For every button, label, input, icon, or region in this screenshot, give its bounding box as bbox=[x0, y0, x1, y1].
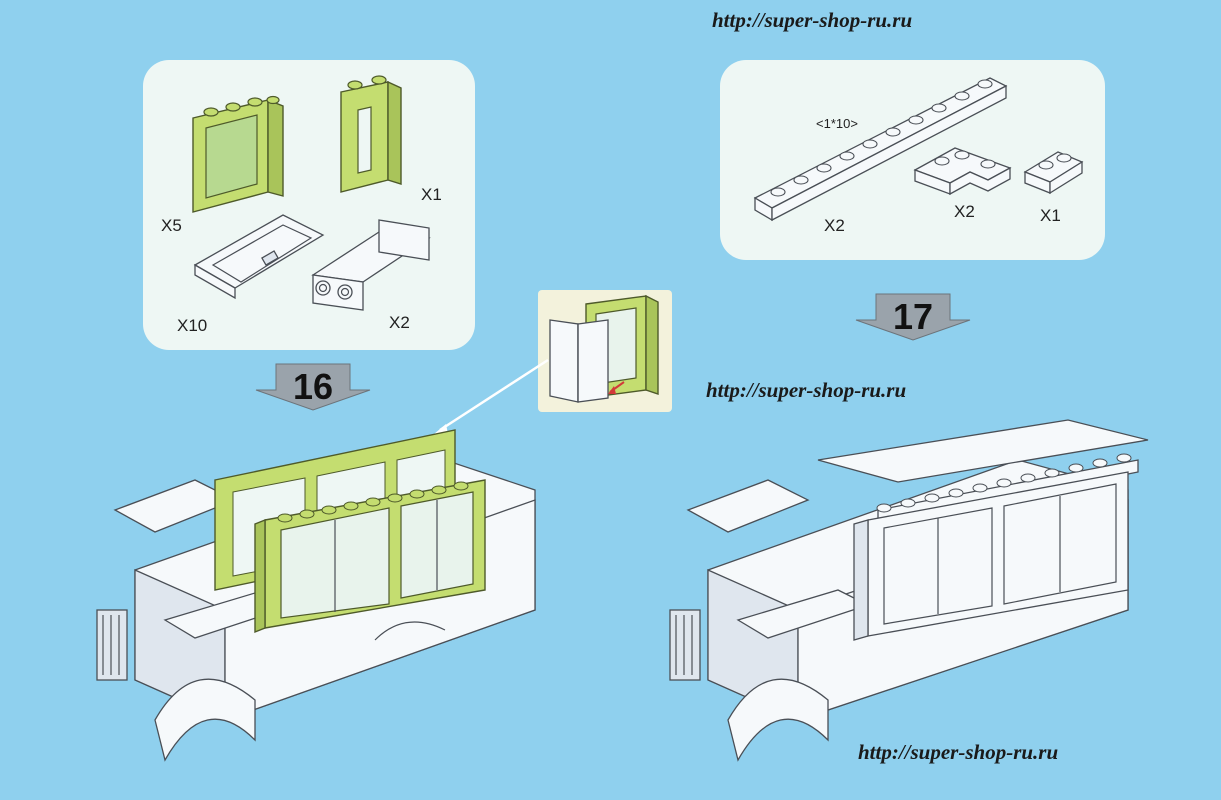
bus-step16 bbox=[96, 429, 536, 762]
bus-step17 bbox=[669, 419, 1149, 762]
narrow-frame-part bbox=[340, 75, 402, 193]
door-assembly-illustration bbox=[549, 294, 659, 403]
narrow-frame-qty: X1 bbox=[421, 185, 442, 204]
detail-inset bbox=[538, 290, 672, 412]
step16-parts-illustration bbox=[192, 75, 431, 311]
long-plate-qty: X2 bbox=[824, 216, 845, 235]
url-top[interactable]: http://super-shop-ru.ru bbox=[712, 8, 913, 32]
seat-part bbox=[311, 219, 431, 311]
url-bottom[interactable]: http://super-shop-ru.ru bbox=[858, 740, 1059, 764]
window-frame-part bbox=[192, 95, 284, 213]
small-plate-part bbox=[1023, 151, 1084, 195]
door-panel-qty: X10 bbox=[177, 316, 208, 335]
corner-plate-qty: X2 bbox=[954, 202, 975, 221]
step17-number: 17 bbox=[892, 296, 934, 337]
down-arrow-icon bbox=[255, 363, 371, 411]
small-plate-qty: X1 bbox=[1040, 206, 1061, 225]
door-panel-part bbox=[193, 214, 325, 300]
seat-qty: X2 bbox=[389, 313, 410, 332]
long-plate-part bbox=[753, 77, 1008, 222]
step17-parts-illustration bbox=[753, 77, 1084, 222]
plate-length-label: <1*10> bbox=[816, 116, 858, 131]
step16-parts-panel: X5 X1 X10 X2 bbox=[143, 60, 475, 350]
step17-banner: 17 bbox=[848, 290, 978, 342]
window-frame-qty: X5 bbox=[161, 216, 182, 235]
step16-number: 16 bbox=[292, 366, 334, 407]
url-middle[interactable]: http://super-shop-ru.ru bbox=[706, 378, 907, 402]
corner-plate-part bbox=[913, 147, 1012, 196]
step17-parts-panel: <1*10> X2 X2 X1 bbox=[720, 60, 1105, 260]
step16-banner: 16 bbox=[248, 360, 378, 412]
down-arrow-icon bbox=[855, 293, 971, 341]
